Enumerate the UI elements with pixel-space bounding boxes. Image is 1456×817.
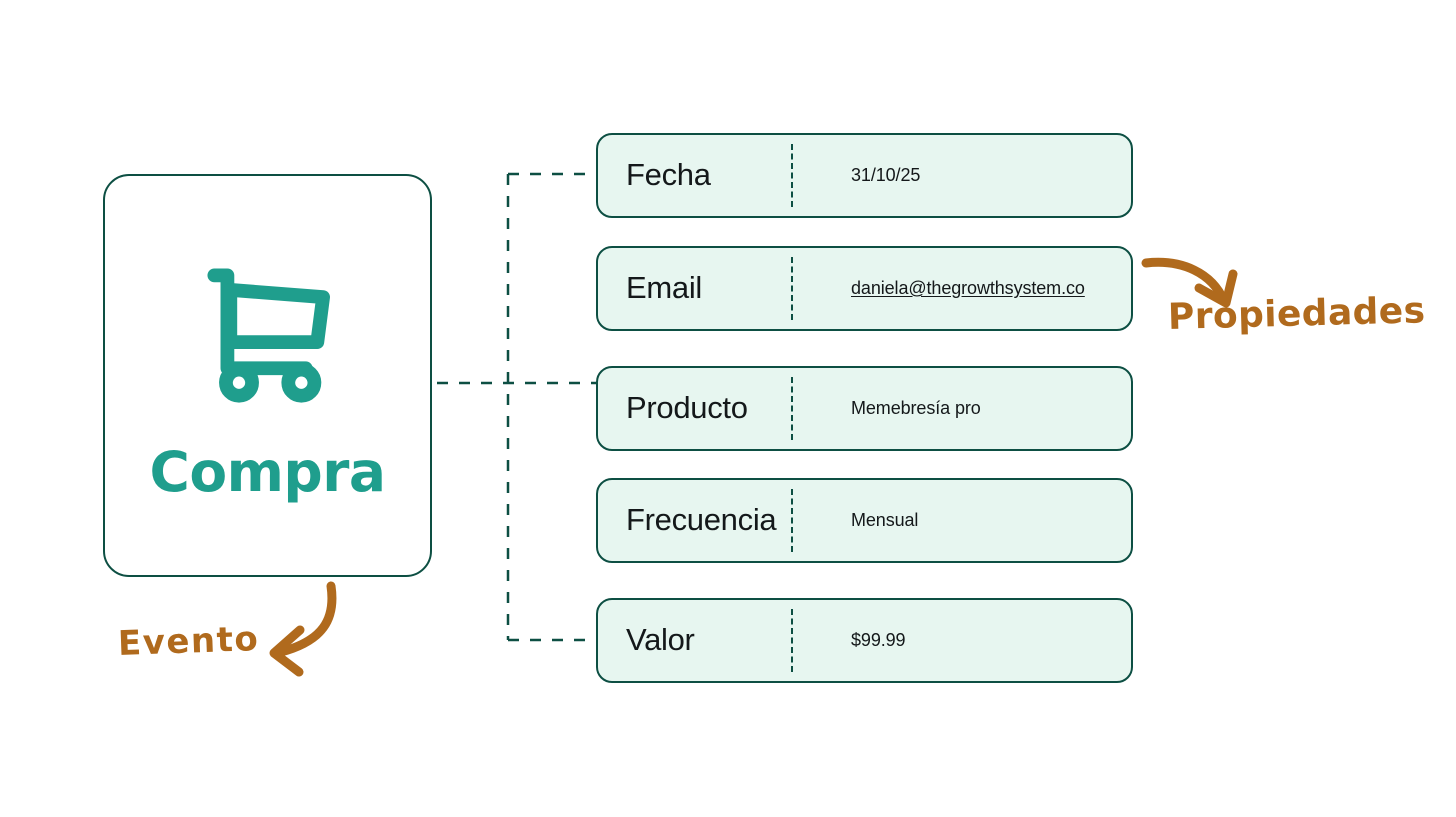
annotation-evento: Evento	[117, 619, 260, 664]
property-divider	[791, 489, 793, 552]
property-value: daniela@thegrowthsystem.co	[851, 277, 1085, 298]
property-label: Email	[626, 270, 703, 306]
property-label: Valor	[626, 622, 695, 658]
property-value: 31/10/25	[851, 164, 921, 185]
property-divider	[791, 144, 793, 207]
property-value: Mensual	[851, 509, 919, 530]
property-label: Fecha	[626, 157, 711, 193]
property-label: Frecuencia	[626, 502, 777, 538]
evento-arrow-head	[269, 625, 305, 677]
property-row-email[interactable]: Email daniela@thegrowthsystem.co	[596, 246, 1133, 331]
property-divider	[791, 377, 793, 440]
property-value: $99.99	[851, 629, 906, 650]
property-row-valor[interactable]: Valor $99.99	[596, 598, 1133, 683]
shopping-cart-icon	[193, 258, 343, 403]
property-value: Memebresía pro	[851, 397, 981, 418]
property-divider	[791, 257, 793, 320]
property-row-frecuencia[interactable]: Frecuencia Mensual	[596, 478, 1133, 563]
annotation-propiedades: Propiedades	[1167, 290, 1426, 338]
event-card[interactable]: Compra	[103, 174, 432, 577]
property-label: Producto	[626, 390, 748, 426]
property-divider	[791, 609, 793, 672]
event-title: Compra	[149, 439, 386, 504]
evento-arrow-curve	[276, 581, 337, 657]
property-row-producto[interactable]: Producto Memebresía pro	[596, 366, 1133, 451]
property-row-fecha[interactable]: Fecha 31/10/25	[596, 133, 1133, 218]
